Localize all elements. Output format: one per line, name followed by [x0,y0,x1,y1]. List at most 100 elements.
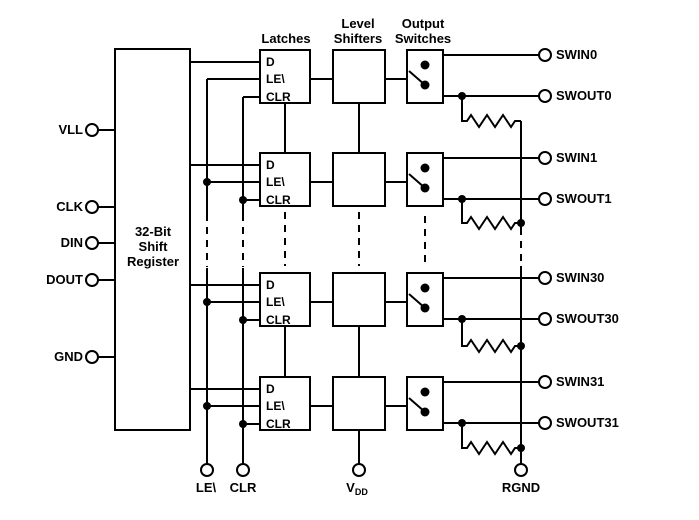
row31-switch-contact-top [420,387,430,397]
row1-latch-label-clr: CLR [266,193,291,207]
row30-switch-contact-bottom [420,303,430,313]
shift-register-label-line3: Register [127,254,179,269]
row0-switch-contact-top [420,60,430,70]
pin-circle-swin1 [538,151,552,165]
row1-swout-junction-dot [458,195,466,203]
pin-label-clr: CLR [230,480,257,495]
row0-latch-label-clr: CLR [266,90,291,104]
pin-circle-swin0 [538,48,552,62]
pin-label-dout: DOUT [46,272,83,287]
row31-output-switch-box [406,376,444,431]
row0-output-switch-box [406,49,444,104]
row1-le-junction-dot [203,178,211,186]
row1-output-switch-box [406,152,444,207]
header-level-shifters-line2: Shifters [334,31,382,46]
row30-latch-label-le: LE\ [266,295,285,309]
pin-circle-clk [85,200,99,214]
bottom-pins: LE\ CLR VDD RGND [196,463,540,497]
continuation-dashes [206,212,522,267]
row30-switch-contact-top [420,283,430,293]
shift-register-box [114,48,191,431]
row31-rgnd-junction-dot [517,444,525,452]
pin-circle-vdd [352,463,366,477]
pin-label-vdd-main: V [346,480,355,495]
pin-label-swout30: SWOUT30 [556,311,619,326]
row30-swout-junction-dot [458,315,466,323]
pin-label-swout1: SWOUT1 [556,191,612,206]
row31-latch-box [259,376,311,431]
row1-switch-contact-bottom [420,183,430,193]
row1-level-shifter-box [332,152,386,207]
row30-level-shifter-box [332,272,386,327]
signal-row-31: D LE\ CLR SWIN31 SWOUT31 [190,374,619,456]
pin-label-le: LE\ [196,480,217,495]
pin-label-clk: CLK [56,199,83,214]
row30-wires [190,277,539,321]
row31-level-shifter-box [332,376,386,431]
row0-swout-junction-dot [458,92,466,100]
row0-level-shifter-box [332,49,386,104]
pin-label-swin1: SWIN1 [556,150,597,165]
pin-circle-clr [236,463,250,477]
row0-switch-contact-bottom [420,80,430,90]
row30-latch-label-d: D [266,278,275,292]
row1-switch-contact-top [420,163,430,173]
pin-label-vdd-sub: DD [355,487,368,497]
row1-latch-label-d: D [266,158,275,172]
header-level-shifters-line1: Level [341,16,374,31]
row30-le-junction-dot [203,298,211,306]
pin-label-swout31: SWOUT31 [556,415,619,430]
row1-latch-label-le: LE\ [266,175,285,189]
row31-resistor [461,423,521,456]
pin-label-swin31: SWIN31 [556,374,604,389]
row31-latch-label-d: D [266,382,275,396]
signal-row-0: D LE\ CLR SWIN0 SWOUT0 [190,47,612,129]
row1-resistor [461,199,521,231]
pin-circle-swout0 [538,89,552,103]
row0-latch-label-le: LE\ [266,72,285,86]
row1-rgnd-junction-dot [517,219,525,227]
pin-circle-le [200,463,214,477]
pin-label-rgnd: RGND [502,480,540,495]
row0-latch-box [259,49,311,104]
row30-latch-label-clr: CLR [266,313,291,327]
header-output-switches-line1: Output [402,16,445,31]
pin-label-swin30: SWIN30 [556,270,604,285]
row31-clr-junction-dot [239,420,247,428]
row30-rgnd-junction-dot [517,342,525,350]
pin-circle-gnd [85,350,99,364]
shift-register-label-line1: 32-Bit [135,224,172,239]
pin-circle-din [85,236,99,250]
signal-row-30: D LE\ CLR SWIN30 SWOUT30 [190,270,619,354]
row31-le-junction-dot [203,402,211,410]
left-pin-stubs [98,129,115,358]
row30-latch-box [259,272,311,327]
pin-circle-dout [85,273,99,287]
pin-label-swin0: SWIN0 [556,47,597,62]
row1-latch-box [259,152,311,207]
row1-clr-junction-dot [239,196,247,204]
pin-circle-rgnd [514,463,528,477]
left-pins: VLL CLK DIN DOUT GND [46,122,115,364]
shift-register-block: 32-Bit Shift Register [114,48,191,431]
shift-register-label-line2: Shift [139,239,169,254]
row30-output-switch-box [406,272,444,327]
pin-label-gnd: GND [54,349,83,364]
row0-wires [190,54,539,98]
pin-circle-vll [85,123,99,137]
signal-row-1: D LE\ CLR SWIN1 SWOUT1 [190,150,612,231]
row31-wires [190,381,539,425]
row31-latch-label-le: LE\ [266,399,285,413]
pin-circle-swout30 [538,312,552,326]
pin-circle-swin30 [538,271,552,285]
row0-latch-label-d: D [266,55,275,69]
header-latches: Latches [261,31,310,46]
pin-label-vll: VLL [58,122,83,137]
pin-circle-swin31 [538,375,552,389]
pin-label-swout0: SWOUT0 [556,88,612,103]
row31-switch-contact-bottom [420,407,430,417]
row31-swout-junction-dot [458,419,466,427]
row31-latch-label-clr: CLR [266,417,291,431]
header-output-switches-line2: Switches [395,31,451,46]
pin-label-vdd: VDD [346,480,368,497]
